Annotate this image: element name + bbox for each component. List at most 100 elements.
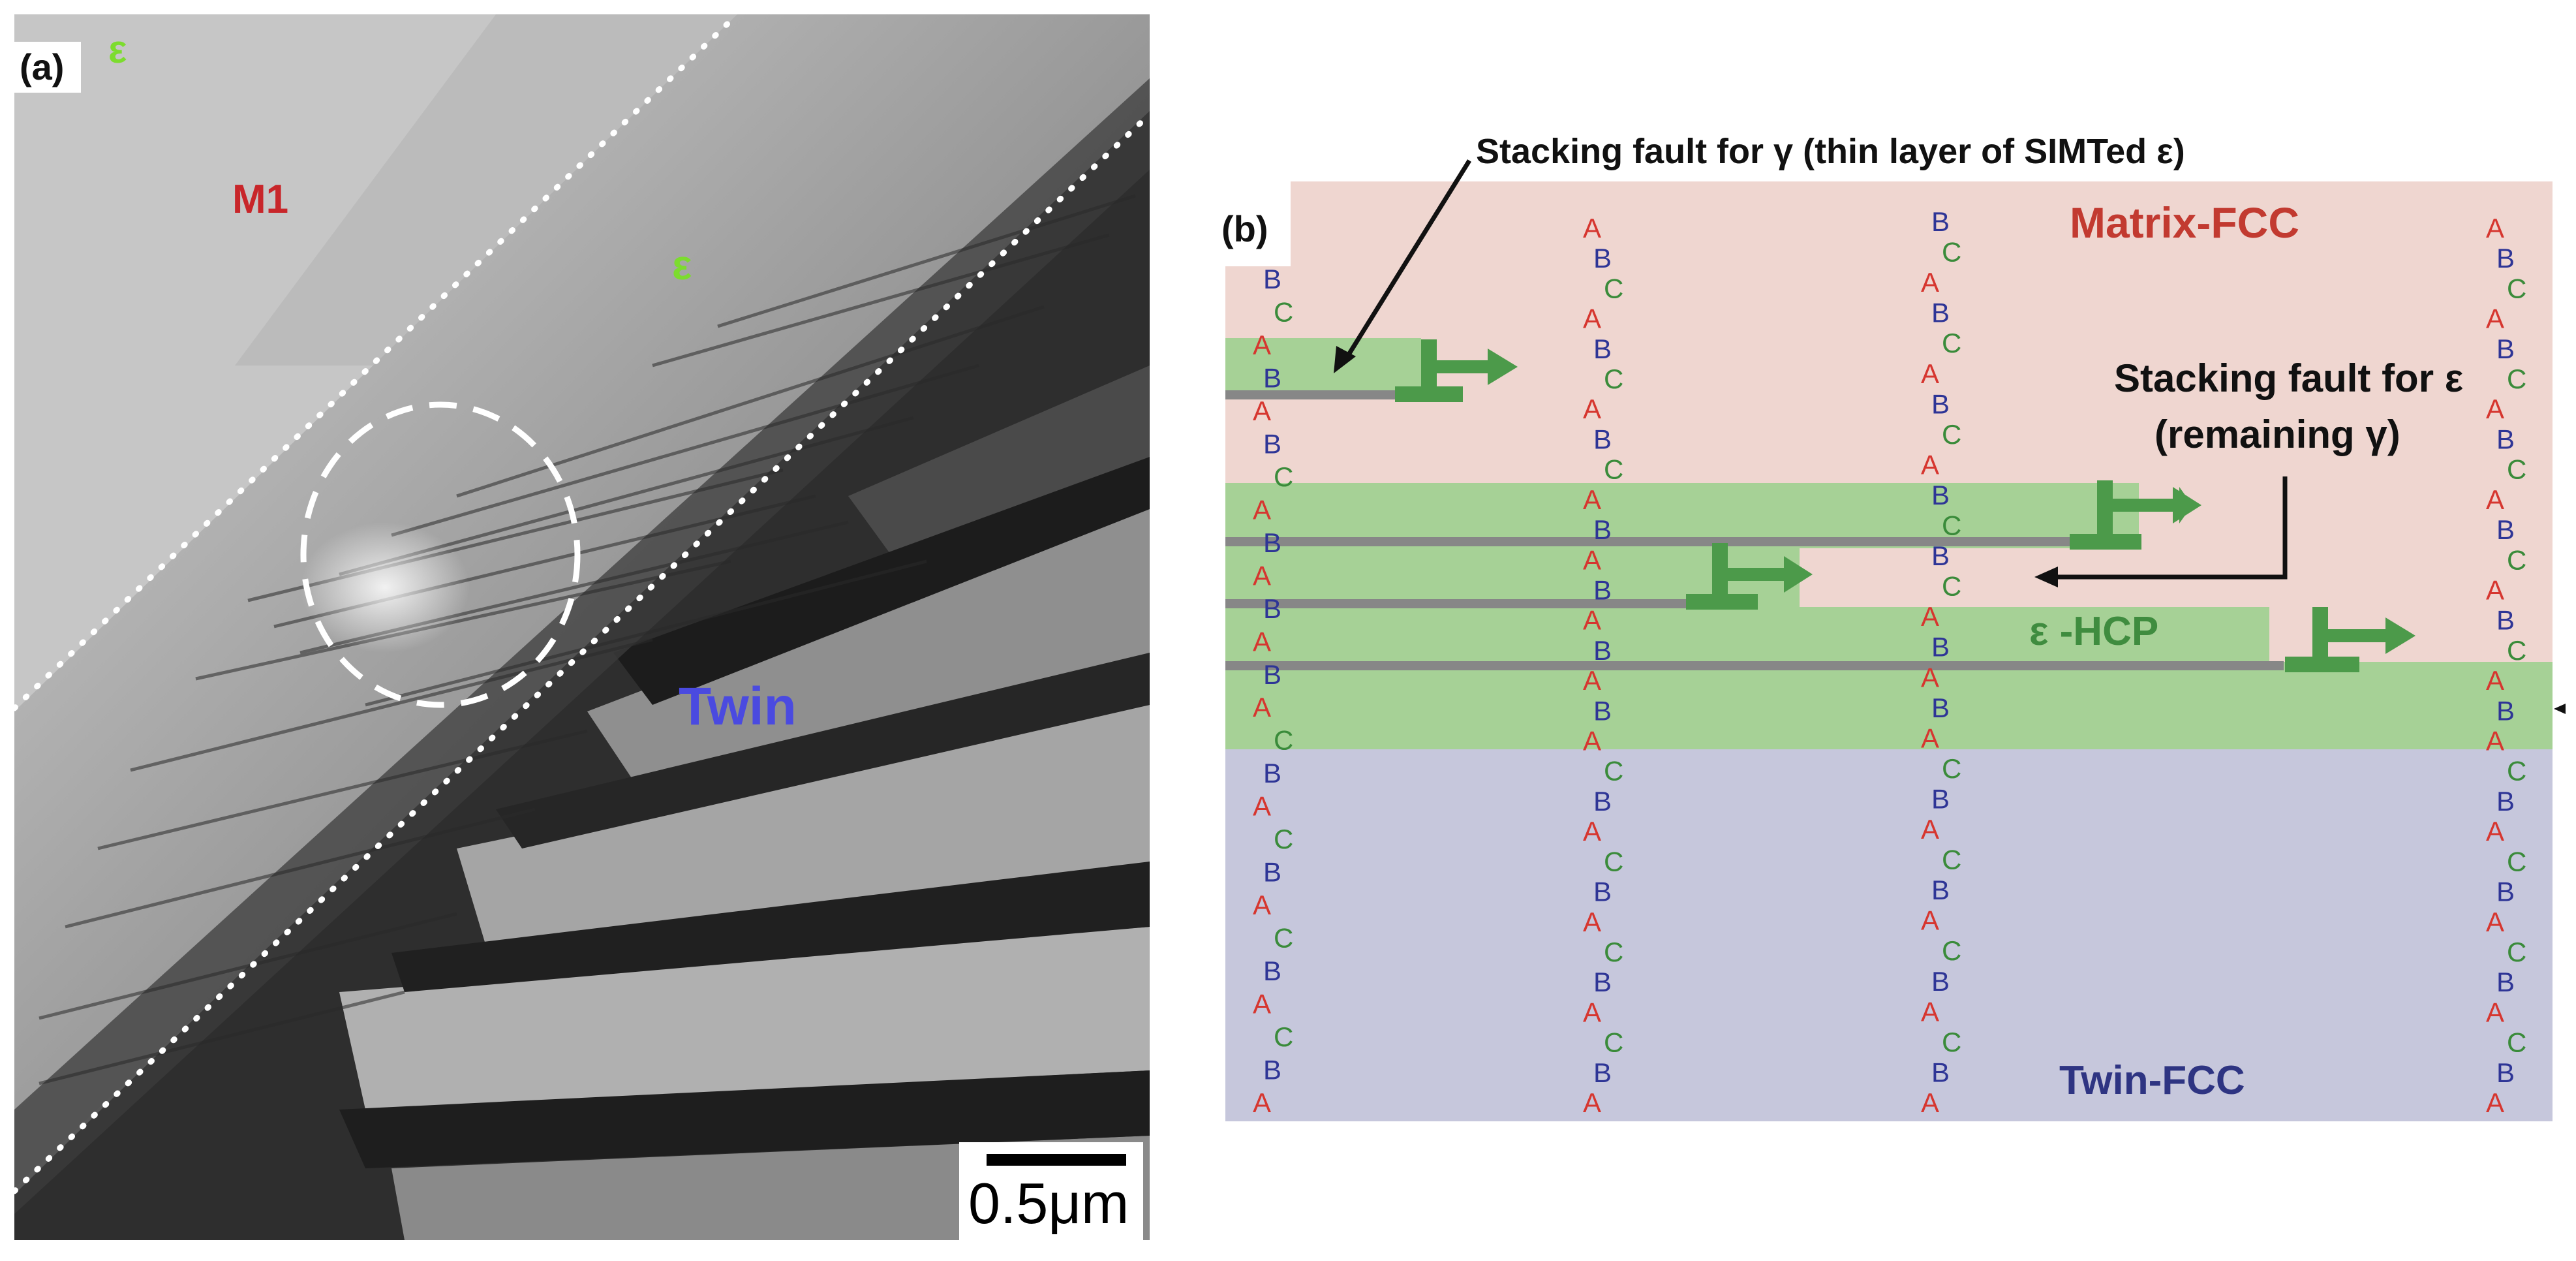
m1-label: M1 xyxy=(232,177,288,222)
atom-letter-b: B xyxy=(1931,693,1950,723)
atom-letter-a: A xyxy=(1583,605,1601,636)
atom-letter-c: C xyxy=(1942,753,1961,784)
atom-letter-b: B xyxy=(1593,1057,1612,1088)
atom-letter-b: B xyxy=(1593,967,1612,997)
atom-letter-b: B xyxy=(1593,334,1612,364)
atom-letter-a: A xyxy=(1253,890,1271,920)
annotation-gamma-arrowhead xyxy=(1334,346,1356,373)
atom-letter-b: B xyxy=(2496,514,2515,545)
atom-letter-c: C xyxy=(1274,296,1293,327)
atom-letter-c: C xyxy=(1942,510,1961,541)
twin-fcc-label: Twin-FCC xyxy=(2059,1058,2245,1103)
atom-letter-b: B xyxy=(1593,877,1612,907)
atom-letter-b: B xyxy=(1931,783,1950,814)
atom-letter-a: A xyxy=(1921,996,1939,1027)
twin-dark-band-1 xyxy=(613,457,1150,705)
atom-letter-a: A xyxy=(1921,267,1939,298)
atom-letter-b: B xyxy=(1263,362,1281,393)
atom-letter-c: C xyxy=(1604,273,1623,304)
atom-letter-c: C xyxy=(2507,273,2526,304)
panel-b-label-box xyxy=(1219,181,1291,266)
atom-letter-a: A xyxy=(1253,1087,1271,1118)
twin-dark-band-2 xyxy=(496,653,1150,848)
atom-letter-a: A xyxy=(2486,665,2504,696)
atom-letter-a: A xyxy=(2486,816,2504,847)
atom-letter-a: A xyxy=(1253,626,1271,657)
twin-lamella-1 xyxy=(848,366,1150,568)
scale-bar xyxy=(987,1154,1126,1166)
atom-letter-b: B xyxy=(2496,605,2515,636)
atom-letter-c: C xyxy=(2507,756,2526,786)
atom-letter-a: A xyxy=(1921,601,1939,632)
atom-letter-c: C xyxy=(1604,756,1623,786)
dotted-boundary-lower xyxy=(14,111,1150,1194)
dislocation-1 xyxy=(1395,339,1518,402)
matrix-fcc-label: Matrix-FCC xyxy=(2070,198,2299,247)
atom-letter-b: B xyxy=(1593,695,1612,726)
twin-label: Twin xyxy=(679,677,797,736)
annotation-eps-arrow xyxy=(2055,476,2288,580)
hcp-band-bottom xyxy=(1225,662,2553,749)
atom-letter-b: B xyxy=(1931,388,1950,419)
atom-letter-a: A xyxy=(1253,330,1271,360)
atom-letter-b: B xyxy=(1263,857,1281,888)
atom-letter-a: A xyxy=(2486,574,2504,605)
atom-letter-a: A xyxy=(1253,989,1271,1020)
atom-letter-b: B xyxy=(1931,480,1950,510)
atom-letter-a: A xyxy=(2486,726,2504,756)
atom-letter-b: B xyxy=(2496,1057,2515,1088)
atom-letter-a: A xyxy=(1253,494,1271,525)
atom-letter-a: A xyxy=(1921,905,1939,936)
twin-dark-band-4 xyxy=(339,1070,1150,1168)
atom-letter-c: C xyxy=(2507,364,2526,394)
atom-letter-b: B xyxy=(1263,659,1281,690)
atom-letter-c: C xyxy=(2507,1027,2526,1058)
atom-letter-b: B xyxy=(1593,424,1612,454)
atom-letter-a: A xyxy=(2486,1087,2504,1118)
atom-letter-b: B xyxy=(1263,956,1281,986)
annotation-eps-arrowhead xyxy=(2034,567,2058,587)
atom-letter-a: A xyxy=(1921,814,1939,845)
epsilon-corner-label: ε xyxy=(108,27,127,71)
atom-letter-b: B xyxy=(1931,540,1950,571)
atom-letter-b: B xyxy=(1593,786,1612,817)
atom-letter-a: A xyxy=(1583,726,1601,756)
panel-a-label: (a) xyxy=(20,46,64,87)
m1-grain-shade xyxy=(235,14,737,366)
atom-letter-a: A xyxy=(1583,213,1601,243)
atom-letter-b: B xyxy=(1593,243,1612,273)
atom-letter-b: B xyxy=(1263,428,1281,459)
atom-letter-b: B xyxy=(1263,758,1281,788)
bright-spot xyxy=(300,522,470,653)
dotted-boundary-upper xyxy=(14,14,741,711)
atom-letter-b: B xyxy=(2496,877,2515,907)
atom-letter-c: C xyxy=(1942,237,1961,268)
atom-letter-c: C xyxy=(1274,461,1293,492)
atom-letter-c: C xyxy=(1274,725,1293,756)
atom-letter-a: A xyxy=(2486,213,2504,243)
atom-letter-c: C xyxy=(1604,1027,1623,1058)
dislocation-4 xyxy=(2285,607,2415,672)
atom-letter-b: B xyxy=(1931,298,1950,328)
atom-letter-a: A xyxy=(1921,1087,1939,1118)
atom-letter-c: C xyxy=(1604,846,1623,877)
atom-letter-c: C xyxy=(1274,1021,1293,1052)
edge-marker xyxy=(2554,704,2566,714)
atom-letter-a: A xyxy=(2486,484,2504,515)
atom-letter-c: C xyxy=(2507,544,2526,575)
atom-letter-a: A xyxy=(1583,665,1601,696)
atom-letter-c: C xyxy=(2507,454,2526,485)
atom-letter-b: B xyxy=(2496,695,2515,726)
atom-letter-a: A xyxy=(1583,394,1601,424)
atom-letter-c: C xyxy=(1604,937,1623,967)
atom-letter-b: B xyxy=(2496,243,2515,273)
atom-letter-a: A xyxy=(1253,791,1271,822)
atom-letter-a: A xyxy=(1583,816,1601,847)
atom-letter-a: A xyxy=(2486,394,2504,424)
panel-b-label: (b) xyxy=(1221,208,1268,249)
atom-letter-c: C xyxy=(2507,937,2526,967)
atom-letter-a: A xyxy=(1253,396,1271,426)
atom-letter-c: C xyxy=(1604,364,1623,394)
annotation-eps-line-1: Stacking fault for ε xyxy=(2114,356,2463,400)
